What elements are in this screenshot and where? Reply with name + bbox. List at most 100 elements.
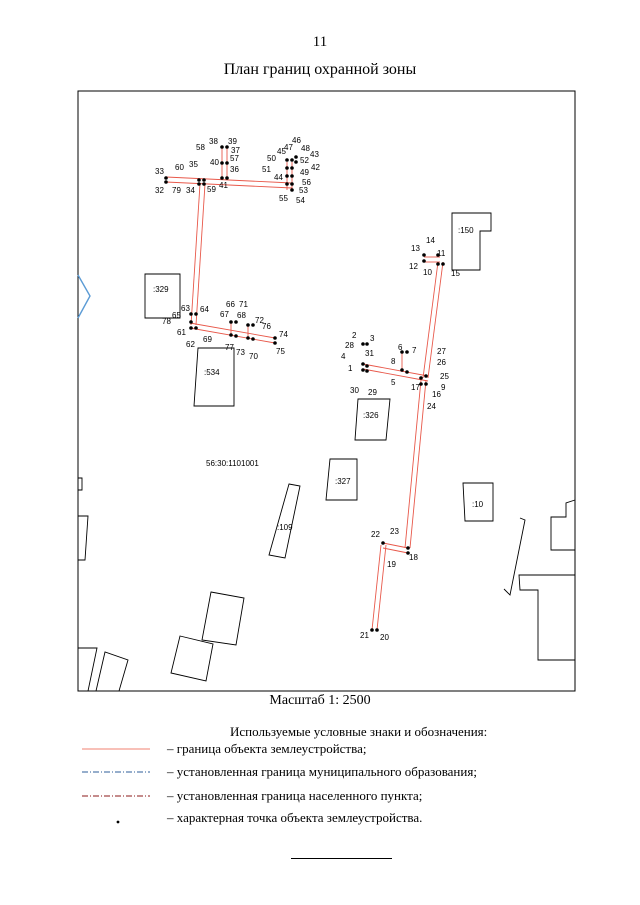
- point-38: [220, 145, 224, 149]
- label-47: 47: [284, 143, 293, 152]
- point-23: [406, 546, 410, 550]
- point-57: [225, 161, 229, 165]
- label-68: 68: [237, 311, 246, 320]
- label-23: 23: [390, 527, 399, 536]
- point-8: [400, 368, 404, 372]
- parcel-outline-right3: [503, 517, 526, 596]
- point-1: [361, 362, 365, 366]
- zone-line: [422, 261, 439, 379]
- zone-line: [404, 379, 422, 549]
- point-46: [294, 155, 298, 159]
- parcel-outline-lower4: [95, 651, 129, 692]
- point-13: [422, 253, 426, 257]
- label-67: 67: [220, 310, 229, 319]
- label-10: 10: [423, 268, 432, 277]
- label-41: 41: [219, 181, 228, 190]
- label-49: 49: [300, 168, 309, 177]
- zone-line: [382, 542, 409, 549]
- point-36: [220, 176, 224, 180]
- zone-line: [362, 368, 429, 382]
- point-52: [290, 166, 294, 170]
- point-7: [405, 350, 409, 354]
- parcel-label-534: :534: [204, 368, 220, 377]
- label-55: 55: [279, 194, 288, 203]
- label-8: 8: [391, 357, 396, 366]
- label-77: 77: [225, 343, 234, 352]
- point-74: [273, 336, 277, 340]
- label-18: 18: [409, 553, 418, 562]
- point-26: [424, 374, 428, 378]
- parcel-outline-right1: [550, 499, 576, 551]
- zone-line: [165, 176, 293, 184]
- point-31: [365, 364, 369, 368]
- parcel-329: [144, 273, 181, 319]
- label-60: 60: [175, 163, 184, 172]
- label-11: 11: [437, 249, 446, 258]
- point-62: [194, 326, 198, 330]
- zone-line: [362, 363, 429, 377]
- point-70: [251, 337, 255, 341]
- label-66: 66: [226, 300, 235, 309]
- bottom-rule: [291, 858, 392, 859]
- point-32: [164, 180, 168, 184]
- zone-line: [376, 544, 387, 631]
- legend-symbols: [82, 748, 150, 824]
- parcel-label-150: :150: [458, 226, 474, 235]
- label-40: 40: [210, 158, 219, 167]
- label-31: 31: [365, 349, 374, 358]
- point-3: [365, 342, 369, 346]
- label-37: 37: [231, 146, 240, 155]
- label-20: 20: [380, 633, 389, 642]
- label-50: 50: [267, 154, 276, 163]
- parcel-label-329: :329: [153, 285, 169, 294]
- label-79: 79: [172, 186, 181, 195]
- label-2: 2: [352, 331, 357, 340]
- label-12: 12: [409, 262, 418, 271]
- zone-boundaries: [165, 147, 444, 631]
- point-5: [405, 370, 409, 374]
- label-27: 27: [437, 347, 446, 356]
- parcel-outline-lower3: [78, 647, 98, 692]
- point-64: [194, 312, 198, 316]
- label-9: 9: [441, 383, 446, 392]
- point-61: [189, 326, 193, 330]
- page-number: 11: [312, 34, 328, 50]
- point-22: [381, 541, 385, 545]
- point-67: [234, 320, 238, 324]
- point-33: [164, 176, 168, 180]
- label-44: 44: [274, 173, 283, 182]
- label-45: 45: [277, 147, 286, 156]
- label-74: 74: [279, 330, 288, 339]
- point-65: [189, 320, 193, 324]
- label-14: 14: [426, 236, 435, 245]
- point-69: [229, 333, 233, 337]
- point-39: [225, 145, 229, 149]
- point-48: [294, 160, 298, 164]
- label-46: 46: [292, 136, 301, 145]
- point-41: [225, 176, 229, 180]
- point-60: [202, 178, 206, 182]
- point-25: [419, 376, 423, 380]
- legend-symbol-point: [116, 820, 120, 824]
- point-73: [246, 336, 250, 340]
- zone-line: [371, 544, 382, 631]
- point-12: [422, 259, 426, 263]
- label-64: 64: [200, 305, 209, 314]
- point-6: [400, 350, 404, 354]
- parcel-outline-left1: [78, 515, 89, 561]
- legend-item-characteristic-point: – характерная точка объекта землеустройс…: [167, 810, 423, 825]
- parcel-outline-lower1: [201, 591, 245, 646]
- arrow-marker-icon: [77, 274, 91, 319]
- label-32: 32: [155, 186, 164, 195]
- point-63: [189, 312, 193, 316]
- label-39: 39: [228, 137, 237, 146]
- point-66: [229, 320, 233, 324]
- parcel-outline-right2: [518, 574, 575, 661]
- label-16: 16: [432, 390, 441, 399]
- label-65: 65: [172, 311, 181, 320]
- point-30: [361, 368, 365, 372]
- label-17: 17: [411, 383, 420, 392]
- label-33: 33: [155, 167, 164, 176]
- label-58: 58: [196, 143, 205, 152]
- point-77: [234, 334, 238, 338]
